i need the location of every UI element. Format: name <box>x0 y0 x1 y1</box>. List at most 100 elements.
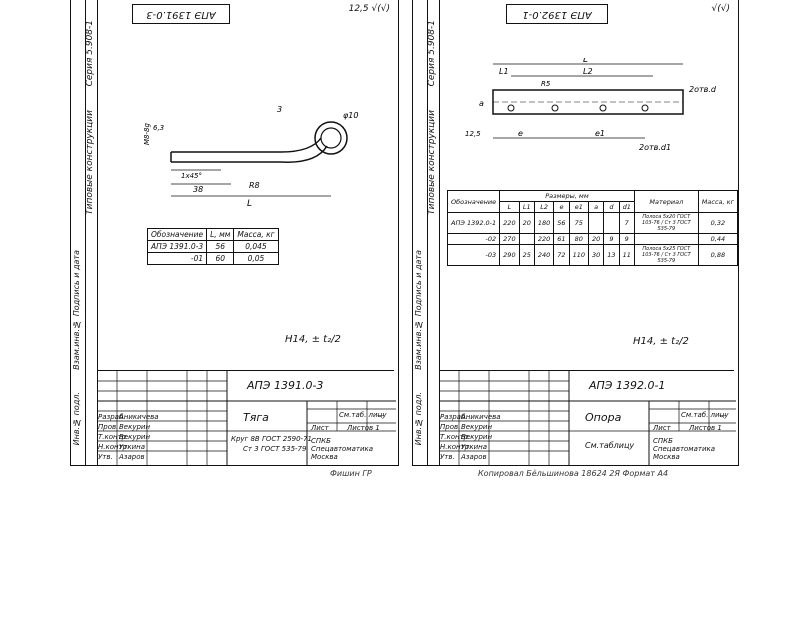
role-cell: Т.контр. <box>440 433 471 441</box>
table-cell: 0,32 <box>697 212 739 234</box>
name-cell: Уткина <box>461 443 487 451</box>
margin-label: Взам.инв.№ <box>72 320 81 370</box>
header-cell: a <box>587 201 605 213</box>
mass-cell: См.таб. лицу <box>681 411 729 419</box>
name-cell: Векурин <box>461 423 493 431</box>
table-cell <box>518 233 535 245</box>
e1-dim: e1 <box>595 129 605 138</box>
header-cell: Масса, кг <box>233 228 279 241</box>
org-cell: СПКБ Спецавтоматика Москва <box>311 437 374 461</box>
table-cell: 180 <box>533 212 555 234</box>
roughness-mark: √(√) <box>711 4 731 14</box>
doc-code-stamp: АПЭ 1392.0-1 <box>506 4 608 24</box>
table-cell: 30 <box>587 244 605 266</box>
margin-label: Взам.инв.№ <box>414 320 423 370</box>
table-cell: 13 <box>603 244 620 266</box>
drawing-sheet-left: Подпись и дата Взам.инв.№ Инв.№ подл. Се… <box>70 0 399 466</box>
diameter-dim: φ10 <box>343 111 358 120</box>
spec-table: Обозначение Размеры, мм Материал Масса, … <box>446 190 739 266</box>
margin-label: Инв.№ подл. <box>414 392 423 446</box>
header-cell: L, мм <box>206 228 235 241</box>
role-cell: Т.контр. <box>98 433 129 441</box>
table-cell: 60 <box>206 252 235 265</box>
name-cell: Аникичева <box>119 413 159 421</box>
table-cell: -01 <box>146 252 208 265</box>
header-cell: L2 <box>533 201 555 213</box>
table-cell: Полоса 5x25 ГОСТ 103-76 / Ст 3 ГОСТ 535-… <box>633 244 699 266</box>
name-cell: Азаров <box>119 453 145 461</box>
table-cell: 220 <box>533 233 555 245</box>
e-dim: e <box>518 129 523 138</box>
signature-note: Копировал Бёльшинова 18624 2Я Формат А4 <box>478 469 669 478</box>
title-grid <box>439 371 736 465</box>
title-name: Опора <box>585 411 622 424</box>
r5-dim: R5 <box>541 80 551 88</box>
sheet-cell: Лист <box>311 424 329 432</box>
header-cell: Обозначение <box>146 228 208 241</box>
material-line: Круг 8В ГОСТ 2590-71 <box>231 435 312 443</box>
role-cell: Пров. <box>98 423 119 431</box>
doc-code-stamp: АПЭ 1391.0-3 <box>132 4 230 24</box>
table-cell: 0,045 <box>233 240 279 253</box>
thread-dim: М8-8g <box>143 123 151 145</box>
table-cell <box>587 212 605 234</box>
table-cell: 75 <box>568 212 590 234</box>
role-cell: Утв. <box>98 453 113 461</box>
role-cell: Разраб. <box>98 413 126 421</box>
header-cell: e <box>553 201 570 213</box>
title-code: АПЭ 1392.0-1 <box>589 379 666 392</box>
margin-label: Подпись и дата <box>72 250 81 317</box>
role-cell: Н.контр. <box>440 443 472 451</box>
vertical-title: Типовые конструкции <box>427 110 437 215</box>
header-cell: e1 <box>568 201 590 213</box>
table-cell: 56 <box>206 240 235 253</box>
table-cell: 0,05 <box>233 252 279 265</box>
roughness-value: 12,5 <box>348 4 369 14</box>
table-cell: 56 <box>553 212 570 234</box>
name-cell: Уткина <box>119 443 145 451</box>
name-cell: Векурин <box>461 433 493 441</box>
binding-margin: Подпись и дата Взам.инв.№ Инв.№ подл. <box>413 0 428 465</box>
table-cell: 11 <box>618 244 635 266</box>
header-cell: L <box>499 201 520 213</box>
hole-d-dim: 2отв.d <box>689 85 717 94</box>
table-cell: 72 <box>553 244 570 266</box>
table-cell: 20 <box>518 212 535 234</box>
table-cell: 7 <box>618 212 635 234</box>
table-cell: 0,44 <box>697 233 739 245</box>
header-cell: Материал <box>633 190 699 213</box>
name-cell: Векурин <box>119 433 151 441</box>
tolerance-note: Н14, ± t₂/2 <box>285 334 341 345</box>
length-dim: L <box>247 199 252 209</box>
role-cell: Утв. <box>440 453 455 461</box>
mass-cell: См.таб. лицу <box>339 411 387 419</box>
title-code: АПЭ 1391.0-3 <box>247 379 324 392</box>
header-group: Размеры, мм <box>499 190 635 202</box>
table-cell: 0,88 <box>697 244 739 266</box>
role-cell: Н.контр. <box>98 443 130 451</box>
sheets-cell: Листов 1 <box>689 424 722 432</box>
rod-drawing: М8-8g 6,3 1x45° 38 R8 3 φ10 L <box>143 105 358 209</box>
header-cell: L1 <box>518 201 535 213</box>
sheets-cell: Листов 1 <box>347 424 380 432</box>
table-cell: -03 <box>446 244 501 266</box>
margin-label: Подпись и дата <box>414 250 423 317</box>
table-cell: 61 <box>553 233 570 245</box>
table-cell: 290 <box>499 244 520 266</box>
binding-margin: Подпись и дата Взам.инв.№ Инв.№ подл. <box>71 0 86 465</box>
role-cell: Разраб. <box>440 413 468 421</box>
table-cell: 110 <box>568 244 590 266</box>
drawing-sheet-right: Подпись и дата Взам.инв.№ Инв.№ подл. Се… <box>412 0 739 466</box>
header-cell: d <box>603 201 620 213</box>
title-name: Тяга <box>243 411 269 424</box>
header-cell: Обозначение <box>446 190 501 213</box>
drawing-frame <box>439 0 734 465</box>
title-grid <box>97 371 396 465</box>
table-cell: 220 <box>499 212 520 234</box>
a-dim: a <box>479 99 484 108</box>
title-block: АПЭ 1391.0-3 Тяга Круг 8В ГОСТ 2590-71 С… <box>97 370 396 465</box>
material-cell: См.таблицу <box>585 441 635 450</box>
length-dim: L <box>583 58 588 65</box>
table-cell: 240 <box>533 244 555 266</box>
hole-d1-dim: 2отв.d1 <box>639 143 671 152</box>
